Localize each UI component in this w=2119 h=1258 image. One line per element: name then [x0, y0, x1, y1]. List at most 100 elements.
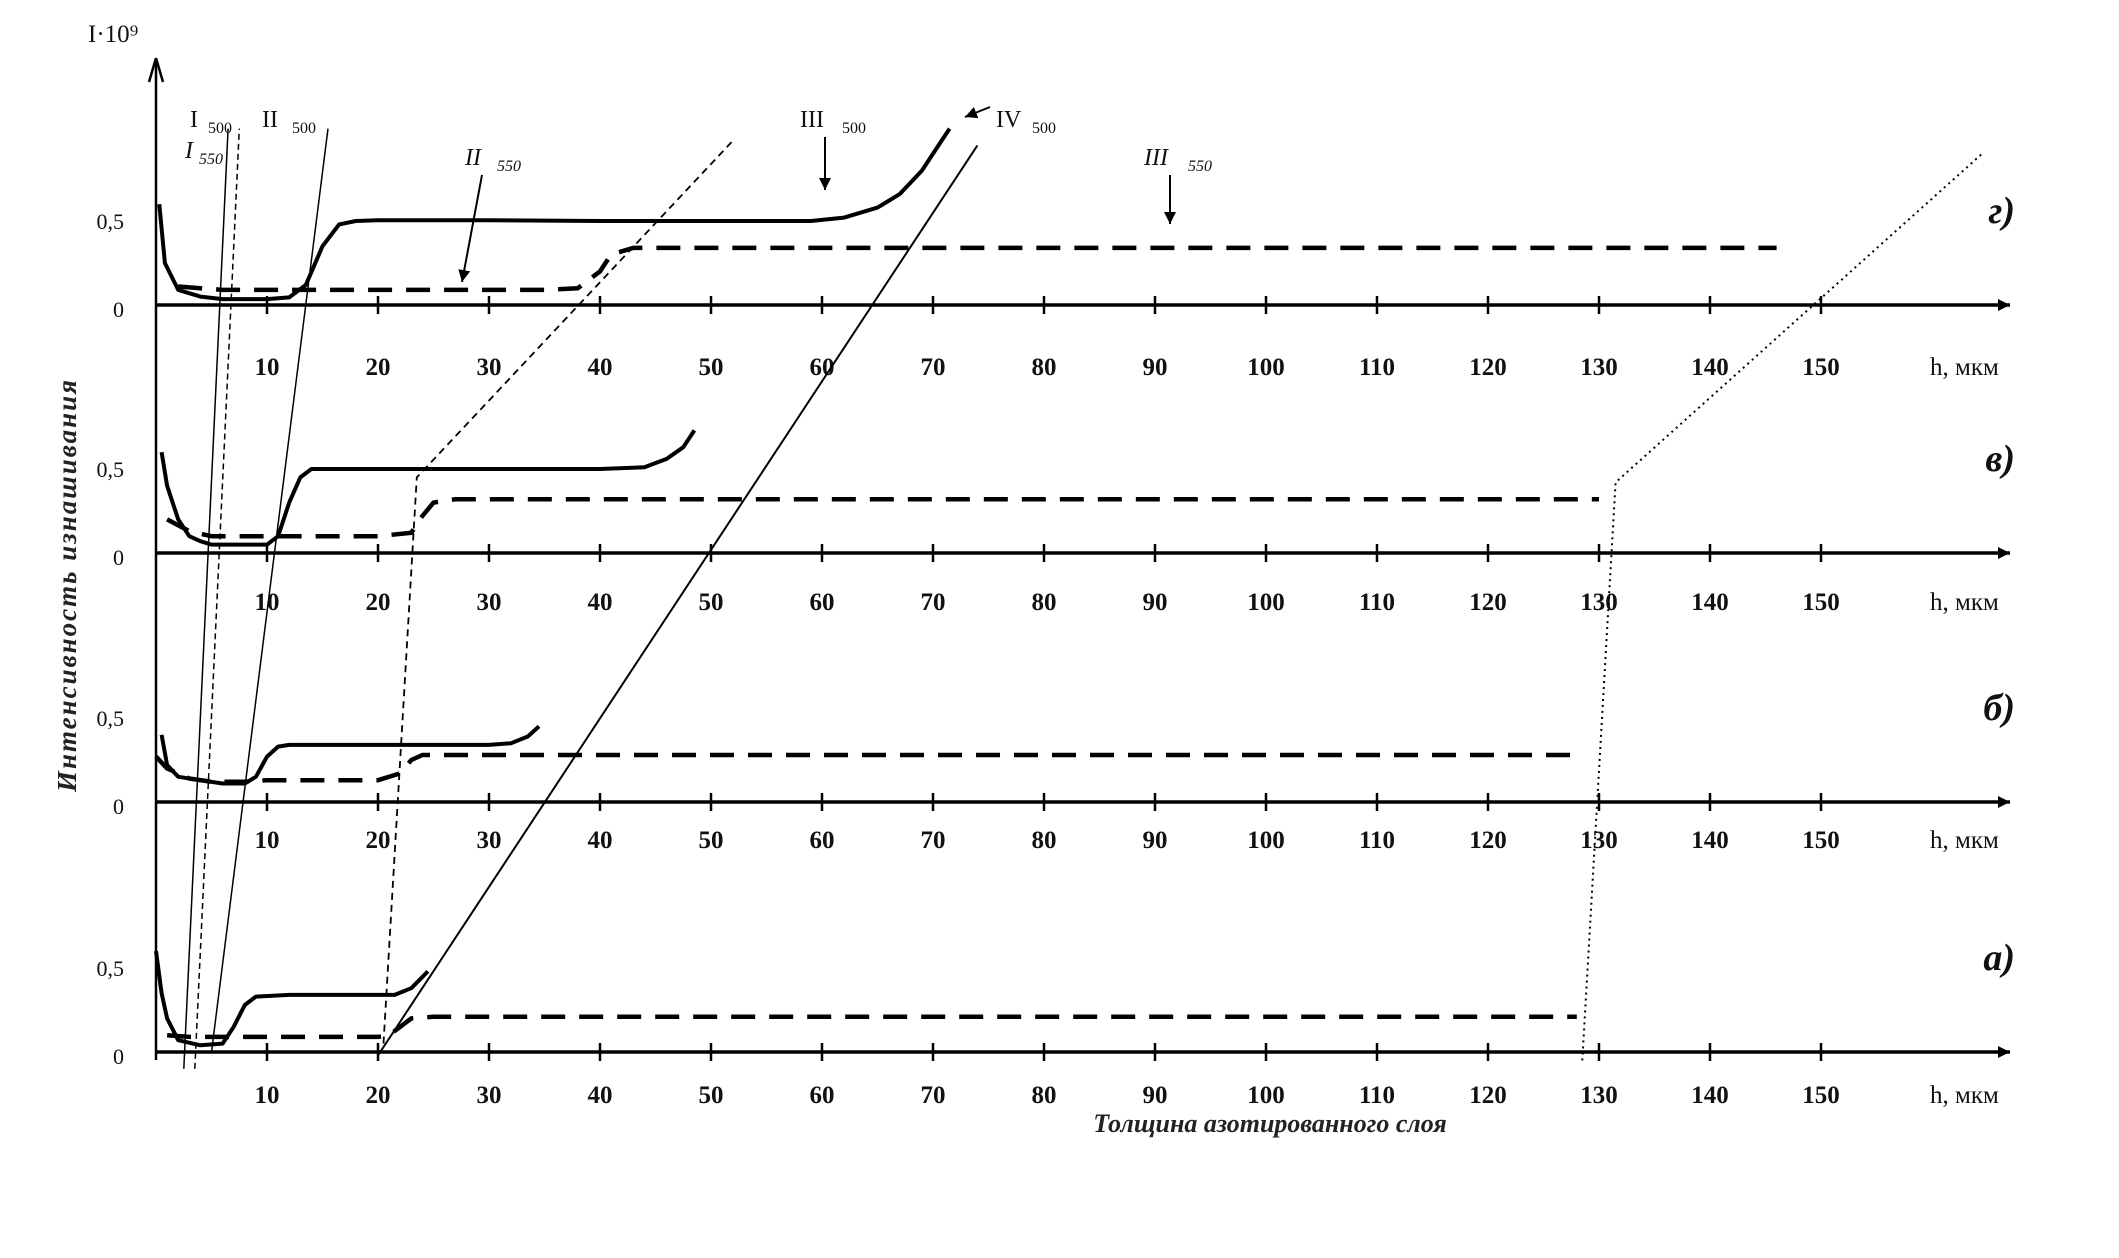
- x-tick-label: 30: [477, 1082, 502, 1109]
- annotation-label: III: [1143, 145, 1169, 171]
- annotation-subscript: 500: [1032, 120, 1056, 137]
- connector-IV-500: [377, 144, 979, 1056]
- panel-label: в): [1985, 438, 2015, 480]
- curve-500: [157, 127, 952, 302]
- x-tick-label: 90: [1143, 354, 1168, 381]
- x-tick-label: 80: [1032, 827, 1057, 854]
- curve-550: [166, 1014, 1577, 1040]
- x-tick-label: 140: [1691, 1082, 1729, 1109]
- x-tick-label: 60: [810, 827, 835, 854]
- x-tick-label: 40: [588, 589, 613, 616]
- annotation-label: I: [184, 138, 194, 164]
- panel-label: а): [1983, 937, 2015, 979]
- annotation-subscript: 500: [208, 120, 232, 137]
- x-tick-label: 20: [366, 589, 391, 616]
- x-tick-label: 70: [921, 1082, 946, 1109]
- y-tick-label: 0,5: [97, 209, 125, 234]
- x-tick-label: 100: [1247, 589, 1285, 616]
- curve-500: [159, 429, 697, 547]
- annotation-label: I: [190, 107, 198, 133]
- x-tick-label: 130: [1580, 589, 1618, 616]
- panel-label: г): [1988, 190, 2015, 232]
- x-tick-label: 110: [1359, 1082, 1395, 1109]
- x-tick-label: 40: [588, 827, 613, 854]
- connector-II-550: [382, 139, 734, 1044]
- x-tick-label: 110: [1359, 827, 1395, 854]
- annotation-subscript: 550: [199, 151, 223, 168]
- x-tick-label: 90: [1143, 827, 1168, 854]
- y-tick-label: 0: [113, 545, 124, 570]
- x-tick-label: 50: [699, 827, 724, 854]
- x-tick-label: 30: [477, 589, 502, 616]
- panel-axes: 10 20 30 40 50 60 70 80 90 100 110 120 130 140 150 h, м…: [97, 190, 2016, 1109]
- y-tick-label: 0,5: [97, 457, 125, 482]
- x-tick-label: 140: [1691, 589, 1729, 616]
- y-tick-label: 0,5: [97, 706, 125, 731]
- x-tick-label: 60: [810, 1082, 835, 1109]
- x-tick-label: 20: [366, 827, 391, 854]
- x-tick-label: 120: [1469, 827, 1507, 854]
- x-tick-label: 100: [1247, 1082, 1285, 1109]
- y-tick-label: 0: [113, 794, 124, 819]
- x-tick-label: 50: [699, 1082, 724, 1109]
- annotation-label: II: [464, 145, 482, 171]
- annotation-subscript: 500: [292, 120, 316, 137]
- annotation-label: II: [262, 107, 278, 133]
- x-tick-label: 110: [1359, 589, 1395, 616]
- x-tick-label: 130: [1580, 354, 1618, 381]
- connector-III-550: [1581, 153, 1983, 1061]
- annotation-subscript: 550: [1188, 158, 1212, 175]
- curve-550: [178, 245, 1777, 293]
- x-tick-label: 80: [1032, 354, 1057, 381]
- connector-II-500: [210, 128, 329, 1053]
- y-tick-label: 0: [113, 1044, 124, 1069]
- x-tick-label: 60: [810, 589, 835, 616]
- x-tick-label: 50: [699, 589, 724, 616]
- x-tick-label: 100: [1247, 827, 1285, 854]
- x-tick-label: 110: [1359, 354, 1395, 381]
- curve-500: [154, 950, 430, 1048]
- curve-550: [154, 752, 1577, 785]
- x-axis-label: Толщина азотированного слоя: [1093, 1109, 1447, 1138]
- connector-lines: [183, 128, 1983, 1069]
- connector-I-550: [194, 128, 241, 1069]
- x-tick-label: 130: [1580, 827, 1618, 854]
- x-tick-label: 80: [1032, 589, 1057, 616]
- annotation-arrow-IV-500: [964, 106, 991, 119]
- panel-label: б): [1983, 687, 2015, 729]
- x-tick-label: 30: [477, 827, 502, 854]
- x-tick-label: 100: [1247, 354, 1285, 381]
- connector-I-500: [183, 128, 229, 1069]
- x-unit-label: h, мкм: [1930, 589, 1999, 616]
- x-tick-label: 90: [1143, 589, 1168, 616]
- x-tick-label: 150: [1802, 827, 1840, 854]
- x-tick-label: 70: [921, 589, 946, 616]
- x-tick-label: 130: [1580, 1082, 1618, 1109]
- series-curves: [154, 127, 1777, 1048]
- x-tick-label: 140: [1691, 354, 1729, 381]
- x-unit-label: h, мкм: [1930, 827, 1999, 854]
- x-tick-label: 90: [1143, 1082, 1168, 1109]
- x-tick-label: 120: [1469, 1082, 1507, 1109]
- annotation-label: III: [800, 107, 824, 133]
- x-tick-label: 20: [366, 1082, 391, 1109]
- y-tick-label: 0,5: [97, 956, 125, 981]
- y-axis-arrow-icon: [147, 57, 165, 83]
- x-tick-label: 150: [1802, 589, 1840, 616]
- x-tick-label: 150: [1802, 1082, 1840, 1109]
- annotation-subscript: 500: [842, 120, 866, 137]
- x-tick-label: 50: [699, 354, 724, 381]
- y-axis-top-label: I·10⁹: [88, 21, 138, 48]
- x-tick-label: 40: [588, 354, 613, 381]
- annotation-subscript: 550: [497, 158, 521, 175]
- annotation-label: IV: [996, 107, 1022, 133]
- x-tick-label: 120: [1469, 589, 1507, 616]
- y-axis-label: Интенсивность изнашивания: [52, 378, 82, 793]
- x-tick-label: 70: [921, 354, 946, 381]
- x-tick-label: 30: [477, 354, 502, 381]
- y-tick-label: 0: [113, 297, 124, 322]
- x-tick-label: 20: [366, 354, 391, 381]
- curve-550: [166, 496, 1599, 539]
- x-tick-label: 10: [255, 354, 280, 381]
